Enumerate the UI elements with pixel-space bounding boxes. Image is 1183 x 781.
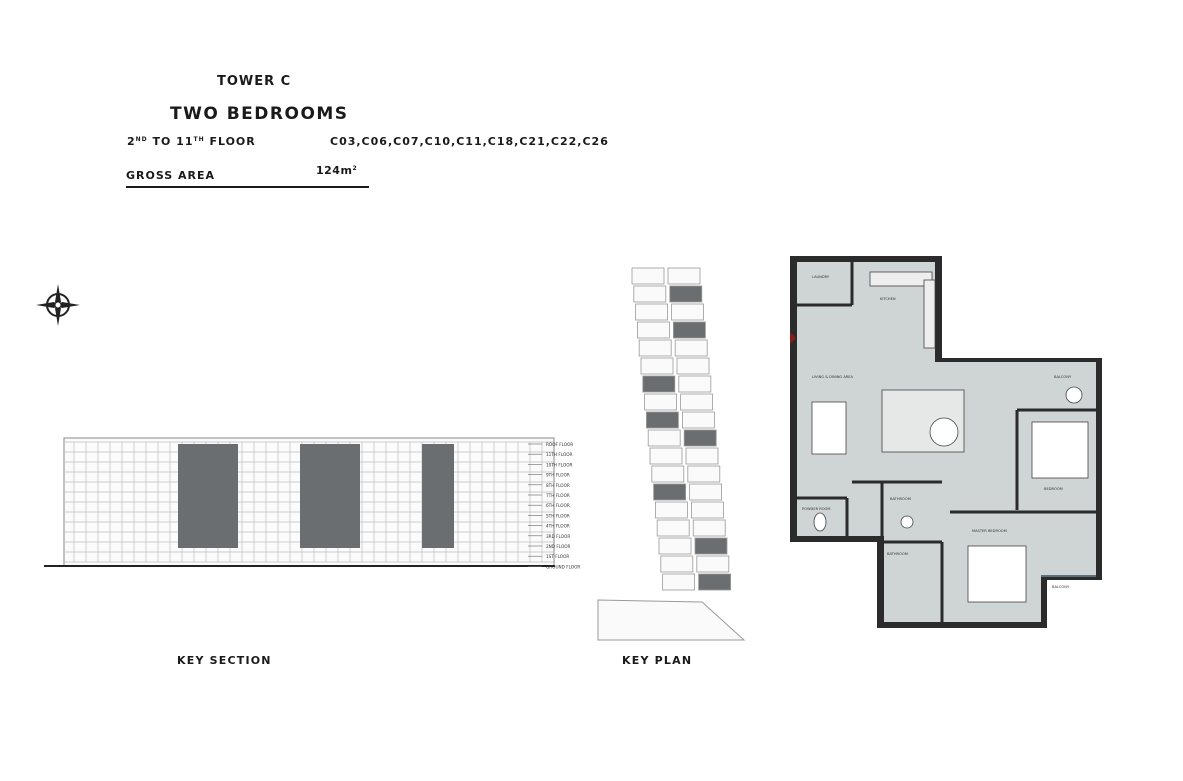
balcony-chair <box>1065 386 1083 404</box>
room-label: LAUNDRY <box>812 275 830 279</box>
room-label: BALCONY <box>1052 585 1070 589</box>
keyplan-unit <box>635 303 668 321</box>
highlight-block-1 <box>178 444 238 548</box>
keyplan-unit <box>691 501 724 519</box>
highlight-block-2 <box>300 444 360 548</box>
keyplan-unit <box>646 411 679 429</box>
keyplan-podium <box>597 599 746 641</box>
keyplan-unit <box>642 375 676 393</box>
key-plan-caption: KEY PLAN <box>622 654 693 667</box>
floor-label: 4TH FLOOR <box>546 524 570 529</box>
keyplan-unit <box>694 537 728 555</box>
keyplan-unit <box>633 285 667 303</box>
keyplan-unit <box>678 375 712 393</box>
floor-label: 9TH FLOOR <box>546 473 570 478</box>
floor-label: 5TH FLOOR <box>546 513 570 518</box>
highlight-block-3 <box>422 444 454 548</box>
basin <box>900 515 914 529</box>
bed <box>1031 421 1089 479</box>
floor-label: 10TH FLOOR <box>546 462 573 467</box>
keyplan-unit <box>687 465 721 483</box>
unit-type-title: TWO BEDROOMS <box>170 104 349 124</box>
keyplan-unit <box>671 303 704 321</box>
floor-label: ROOF FLOOR <box>546 442 573 447</box>
keyplan-unit <box>692 519 726 537</box>
keyplan-unit <box>680 393 713 411</box>
floor-label: 1ST FLOOR <box>546 554 569 559</box>
keyplan-unit <box>682 411 715 429</box>
room-label: BATHROOM <box>887 552 908 556</box>
keyplan-unit <box>689 483 722 501</box>
entrance-marker <box>790 332 796 344</box>
floor-label: 6TH FLOOR <box>546 503 570 508</box>
floor-range: 2ND TO 11TH FLOOR <box>127 135 256 148</box>
keyplan-unit <box>653 483 686 501</box>
kitchen-counter-side <box>923 279 936 349</box>
unit-list: C03,C06,C07,C10,C11,C18,C21,C22,C26 <box>330 135 609 148</box>
keyplan-unit <box>696 555 730 573</box>
compass-icon <box>36 284 80 326</box>
floor-from-suffix: ND <box>135 136 148 143</box>
keyplan-unit <box>669 285 703 303</box>
keyplan-unit <box>638 339 672 357</box>
keyplan-unit <box>637 321 670 339</box>
dining-table <box>811 401 847 455</box>
key-section-caption: KEY SECTION <box>177 654 272 667</box>
key-plan-drawing <box>597 267 746 641</box>
keyplan-unit <box>651 465 685 483</box>
keyplan-unit <box>685 447 719 465</box>
keyplan-unit <box>662 573 695 591</box>
keyplan-unit <box>673 321 706 339</box>
floor-from: 2 <box>127 135 136 148</box>
unit-floor-plan: LAUNDRY KITCHEN LIVING & DINING AREA BALCON… <box>790 256 1102 628</box>
keyplan-unit <box>676 357 710 375</box>
room-label: KITCHEN <box>880 297 896 301</box>
coffee-table <box>929 417 959 447</box>
floor-word: FLOOR <box>204 135 256 148</box>
keyplan-unit <box>674 339 708 357</box>
keyplan-unit <box>631 267 665 285</box>
keyplan-unit <box>644 393 677 411</box>
kitchen-counter <box>869 271 933 287</box>
keyplan-unit <box>658 537 692 555</box>
keyplan-unit <box>667 267 701 285</box>
keyplan-unit <box>656 519 690 537</box>
keyplan-unit <box>647 429 681 447</box>
floor-to-suffix: TH <box>193 136 205 143</box>
key-section-drawing: ROOF FLOOR 11TH FLOOR 10TH FLOOR 9TH FLOOR 8… <box>44 437 580 569</box>
room-label: BALCONY <box>1054 375 1072 379</box>
toilet <box>813 512 827 532</box>
keyplan-unit <box>640 357 674 375</box>
room-label: BEDROOM <box>1044 487 1063 491</box>
keyplan-unit <box>698 573 731 591</box>
floor-label: GROUND FLOOR <box>546 564 580 569</box>
keyplan-unit <box>683 429 717 447</box>
keyplan-unit <box>660 555 694 573</box>
room-label: MASTER BEDROOM <box>972 529 1007 533</box>
floor-label: 8TH FLOOR <box>546 483 570 488</box>
gross-area-unit: 2 <box>352 165 358 172</box>
keyplan-unit <box>649 447 683 465</box>
gross-area-value: 124m2 <box>316 164 357 177</box>
gross-area-row: GROSS AREA 124m2 <box>126 164 369 188</box>
gross-area-label: GROSS AREA <box>126 169 216 182</box>
keyplan-unit <box>655 501 688 519</box>
floor-label: 11TH FLOOR <box>546 452 573 457</box>
floor-to: TO 11 <box>147 135 194 148</box>
floor-label: 3RD FLOOR <box>546 534 570 539</box>
room-label: POWDER ROOM <box>802 507 830 511</box>
tower-title: TOWER C <box>217 74 292 89</box>
floor-label: 2ND FLOOR <box>546 544 571 549</box>
gross-area-number: 124m <box>316 164 353 177</box>
room-label: LIVING & DINING AREA <box>812 375 854 379</box>
room-label: BATHROOM <box>890 497 911 501</box>
floor-label: 7TH FLOOR <box>546 493 570 498</box>
master-bed <box>967 545 1027 603</box>
